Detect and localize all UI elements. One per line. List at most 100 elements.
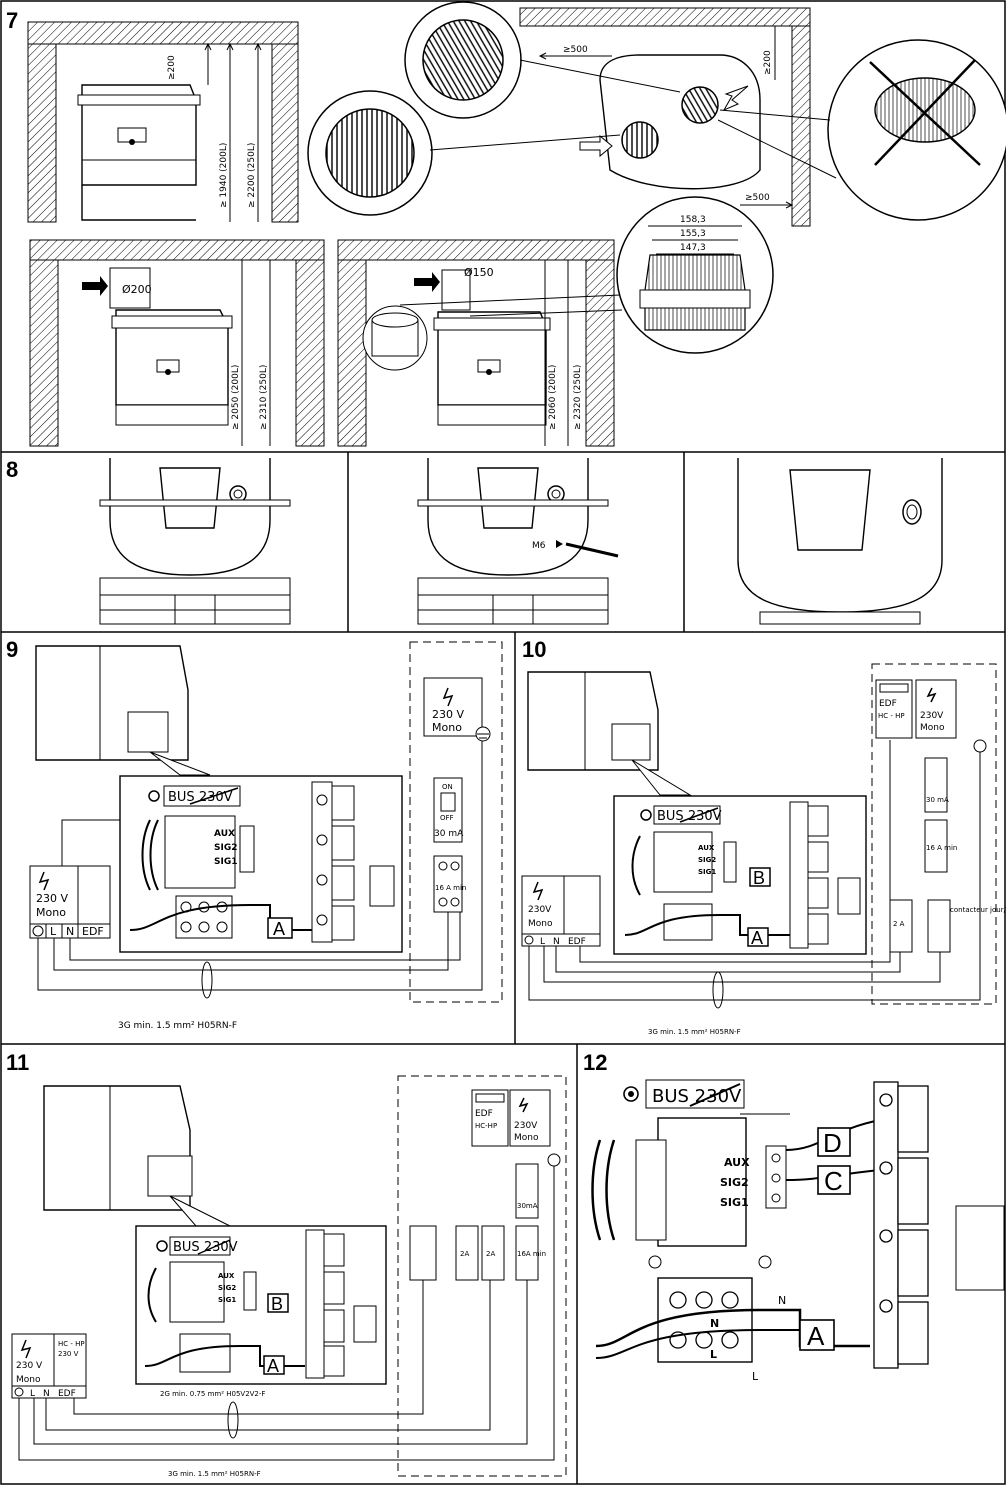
cable-marker-a: A bbox=[267, 1356, 279, 1376]
user-supply: 230V bbox=[528, 905, 552, 915]
user-supply: 230 V bbox=[36, 892, 68, 905]
closet-bottom-left: Ø200 ≥ 2050 (200L) ≥ 2310 (250L) bbox=[29, 239, 325, 447]
sig2-terminal: SIG2 bbox=[698, 856, 716, 864]
rcd-rating: 30mA bbox=[517, 1202, 538, 1210]
rcd-rating: 30 mA bbox=[926, 796, 949, 804]
contactor-label: contacteur jour/nuit bbox=[950, 906, 1006, 914]
n-wire-label: N bbox=[778, 1294, 786, 1307]
panel-12: 12 BUS 230V AUX SIG2 SIG1 D C N L bbox=[583, 1050, 1005, 1383]
sig1-terminal: SIG1 bbox=[698, 868, 716, 876]
screw-label: M6 bbox=[532, 541, 546, 551]
cable-marker-b: B bbox=[753, 868, 765, 888]
terminal-n: N bbox=[553, 937, 560, 947]
terminal-n: N bbox=[66, 925, 74, 938]
bus-label: BUS 230V bbox=[657, 809, 722, 824]
dim-height-2310: ≥ 2310 (250L) bbox=[259, 365, 269, 430]
hchp-label: HC - HP bbox=[878, 712, 905, 720]
panel-7: 7 ≥200 ≥ 1940 (200L) ≥ 2200 (250L) bbox=[6, 1, 1006, 447]
panel-number: 10 bbox=[522, 637, 546, 662]
small-breaker-rating: 2 A bbox=[893, 920, 905, 928]
terminal-l: L bbox=[50, 925, 57, 938]
aux-terminal: AUX bbox=[214, 829, 235, 839]
cable-marker-a: A bbox=[807, 1321, 825, 1351]
dim-height-250l: ≥ 2200 (250L) bbox=[247, 143, 257, 208]
dim-height-2060: ≥ 2060 (200L) bbox=[548, 365, 558, 430]
dim-top-clearance: ≥200 bbox=[763, 50, 773, 75]
cable-marker-a: A bbox=[273, 919, 285, 939]
rcd-off: OFF bbox=[440, 814, 454, 822]
panel-10: 10 BUS 230V AUX SIG2 SIG1 B A EDF HC bbox=[521, 637, 1006, 1036]
aux-terminal: AUX bbox=[698, 844, 715, 852]
aux-terminal: AUX bbox=[218, 1272, 235, 1280]
panel-number: 8 bbox=[6, 457, 18, 482]
hchp-label: HC-HP bbox=[475, 1122, 497, 1130]
supply-voltage: 230V bbox=[514, 1121, 538, 1131]
terminal-l: L bbox=[540, 937, 545, 947]
unit-view-3 bbox=[737, 458, 943, 625]
dim-clearance-top: ≥200 bbox=[167, 55, 177, 80]
sig1-terminal: SIG1 bbox=[218, 1296, 236, 1304]
dim-height-2320: ≥ 2320 (250L) bbox=[573, 365, 583, 430]
small-breaker-1: 2A bbox=[460, 1250, 469, 1258]
cable-spec-signal: 2G min. 0.75 mm² H05V2V2-F bbox=[160, 1390, 265, 1398]
dim-width-1583: 158,3 bbox=[680, 215, 706, 225]
cable-spec: 3G min. 1.5 mm² H05RN-F bbox=[648, 1028, 741, 1036]
rcd-rating: 30 mA bbox=[434, 829, 464, 839]
closet-top-left: ≥200 ≥ 1940 (200L) ≥ 2200 (250L) bbox=[27, 21, 299, 223]
breaker-rating: 16A min bbox=[517, 1250, 546, 1258]
supply-mono: Mono bbox=[920, 723, 945, 733]
closet-bottom-middle: Ø150 ≥ 2060 (200L) ≥ 2320 (250L) 158,3 1… bbox=[337, 196, 774, 447]
aux-terminal: AUX bbox=[724, 1156, 750, 1169]
terminal-l: L bbox=[30, 1389, 35, 1399]
cable-marker-d: D bbox=[823, 1128, 842, 1158]
user-mono: Mono bbox=[16, 1375, 41, 1385]
cable-spec: 3G min. 1.5 mm² H05RN-F bbox=[118, 1021, 237, 1031]
panel-number: 7 bbox=[6, 8, 18, 33]
panel-number: 11 bbox=[6, 1050, 29, 1075]
dim-duct-150: Ø150 bbox=[464, 266, 494, 279]
bus-label: BUS 230V bbox=[173, 1240, 238, 1255]
unit-view-1 bbox=[99, 458, 291, 625]
dim-width-1473: 147,3 bbox=[680, 243, 706, 253]
n-terminal: N bbox=[710, 1317, 719, 1330]
small-breaker-2: 2A bbox=[486, 1250, 495, 1258]
terminal-edf: EDF bbox=[82, 925, 104, 938]
terminal-edf: EDF bbox=[568, 937, 586, 947]
panel-number: 9 bbox=[6, 637, 18, 662]
cable-marker-c: C bbox=[824, 1166, 843, 1196]
user-hchp: HC - HP bbox=[58, 1340, 85, 1348]
cable-glands bbox=[873, 1081, 929, 1369]
unit-view-2: M6 bbox=[417, 458, 619, 625]
dim-back-clearance: ≥500 bbox=[745, 193, 770, 203]
sig1-terminal: SIG1 bbox=[214, 857, 237, 867]
cable-marker-b: B bbox=[271, 1294, 283, 1314]
cable-glands bbox=[311, 781, 355, 943]
bus-label: BUS 230V bbox=[168, 790, 233, 805]
user-230: 230 V bbox=[58, 1350, 79, 1358]
user-mono: Mono bbox=[36, 906, 66, 919]
sig2-terminal: SIG2 bbox=[218, 1284, 236, 1292]
supply-voltage: 230 V bbox=[432, 708, 464, 721]
dim-side-clearance: ≥500 bbox=[563, 45, 588, 55]
bus-label: BUS 230V bbox=[652, 1086, 742, 1107]
sig2-terminal: SIG2 bbox=[214, 843, 237, 853]
terminal-n: N bbox=[43, 1389, 50, 1399]
closet-top-right: ≥500 ≥200 ≥500 bbox=[307, 1, 1006, 227]
breaker-rating: 16 A min bbox=[926, 844, 957, 852]
l-wire-label: L bbox=[752, 1370, 759, 1383]
cable-marker-a: A bbox=[751, 928, 763, 948]
panel-11: 11 BUS 230V AUX SIG2 SIG1 B A 2G min. 0.… bbox=[6, 1050, 567, 1478]
breaker-rating: 16 A min bbox=[435, 884, 466, 892]
edf-label: EDF bbox=[475, 1109, 493, 1119]
supply-mono: Mono bbox=[514, 1133, 539, 1143]
user-supply: 230 V bbox=[16, 1361, 43, 1371]
terminal-edf: EDF bbox=[58, 1389, 76, 1399]
user-mono: Mono bbox=[528, 919, 553, 929]
dim-height-2050: ≥ 2050 (200L) bbox=[231, 365, 241, 430]
dim-duct-200: Ø200 bbox=[122, 283, 152, 296]
sig1-terminal: SIG1 bbox=[720, 1196, 749, 1209]
dim-height-200l: ≥ 1940 (200L) bbox=[219, 143, 229, 208]
edf-label: EDF bbox=[879, 699, 897, 709]
